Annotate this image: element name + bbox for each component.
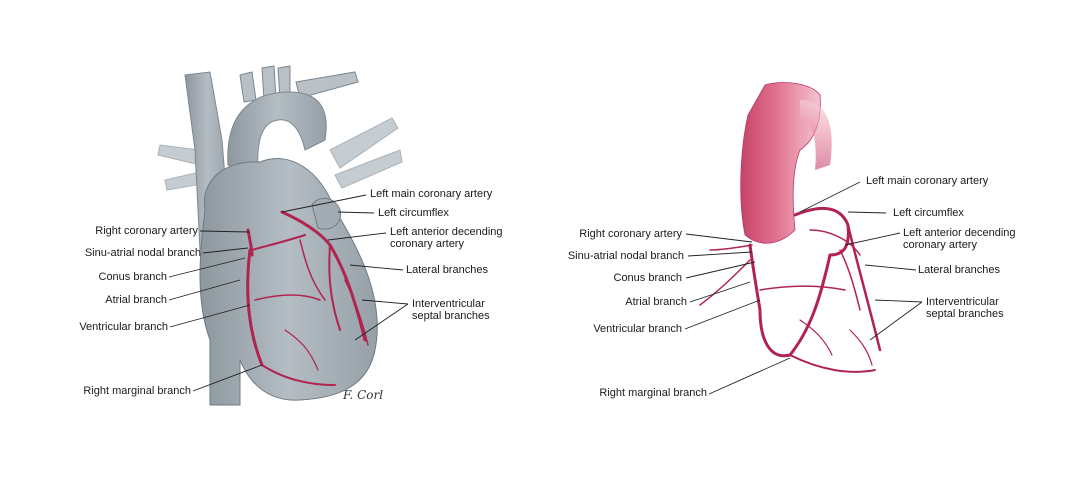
label-right-fig-left-circumflex: Left circumflex	[893, 207, 964, 219]
label-left-anterior-descending-1: Left anterior decending	[390, 226, 503, 238]
label-right-fig-left-anterior-descending-2: coronary artery	[903, 239, 977, 251]
label-right-fig-right-coronary-artery: Right coronary artery	[579, 228, 682, 240]
label-sinu-atrial-nodal-branch: Sinu-atrial nodal branch	[84, 247, 201, 259]
label-right-fig-interventricular-1: Interventricular	[926, 296, 999, 308]
label-lateral-branches: Lateral branches	[406, 264, 488, 276]
aorta	[227, 91, 327, 176]
left-atrial-appendage	[311, 197, 341, 230]
left-heart	[157, 65, 403, 406]
aorta-root	[740, 82, 821, 244]
label-right-fig-atrial-branch: Atrial branch	[625, 296, 687, 308]
label-conus-branch: Conus branch	[98, 271, 168, 283]
label-right-fig-conus-branch: Conus branch	[613, 272, 683, 284]
label-interventricular-1: Interventricular	[412, 298, 485, 310]
label-right-fig-right-marginal-branch: Right marginal branch	[599, 387, 707, 399]
label-right-fig-sinu-atrial-nodal-branch: Sinu-atrial nodal branch	[567, 250, 684, 262]
label-ventricular-branch: Ventricular branch	[79, 321, 168, 333]
right-artery-tree	[699, 82, 882, 373]
label-right-fig-left-main-coronary-artery: Left main coronary artery	[866, 175, 989, 187]
leader-lines	[168, 181, 923, 395]
label-left-anterior-descending-2: coronary artery	[390, 238, 464, 250]
label-atrial-branch: Atrial branch	[105, 294, 167, 306]
artist-signature: F. Corl	[343, 388, 384, 402]
label-right-marginal-branch: Right marginal branch	[83, 385, 191, 397]
right-coronary-arteries	[699, 206, 882, 373]
label-right-fig-left-anterior-descending-1: Left anterior decending	[903, 227, 1016, 239]
heart-body	[199, 158, 378, 406]
label-right-fig-lateral-branches: Lateral branches	[918, 264, 1000, 276]
label-left-main-coronary-artery: Left main coronary artery	[370, 188, 493, 200]
label-left-circumflex: Left circumflex	[378, 207, 449, 219]
left-coronary-arteries	[246, 210, 369, 386]
label-right-coronary-artery: Right coronary artery	[95, 225, 198, 237]
label-right-fig-interventricular-2: septal branches	[926, 308, 1004, 320]
pulmonary-veins-right	[329, 117, 403, 189]
aorta-arch-fade	[800, 100, 832, 170]
label-interventricular-2: septal branches	[412, 310, 490, 322]
label-right-fig-ventricular-branch: Ventricular branch	[593, 323, 682, 335]
